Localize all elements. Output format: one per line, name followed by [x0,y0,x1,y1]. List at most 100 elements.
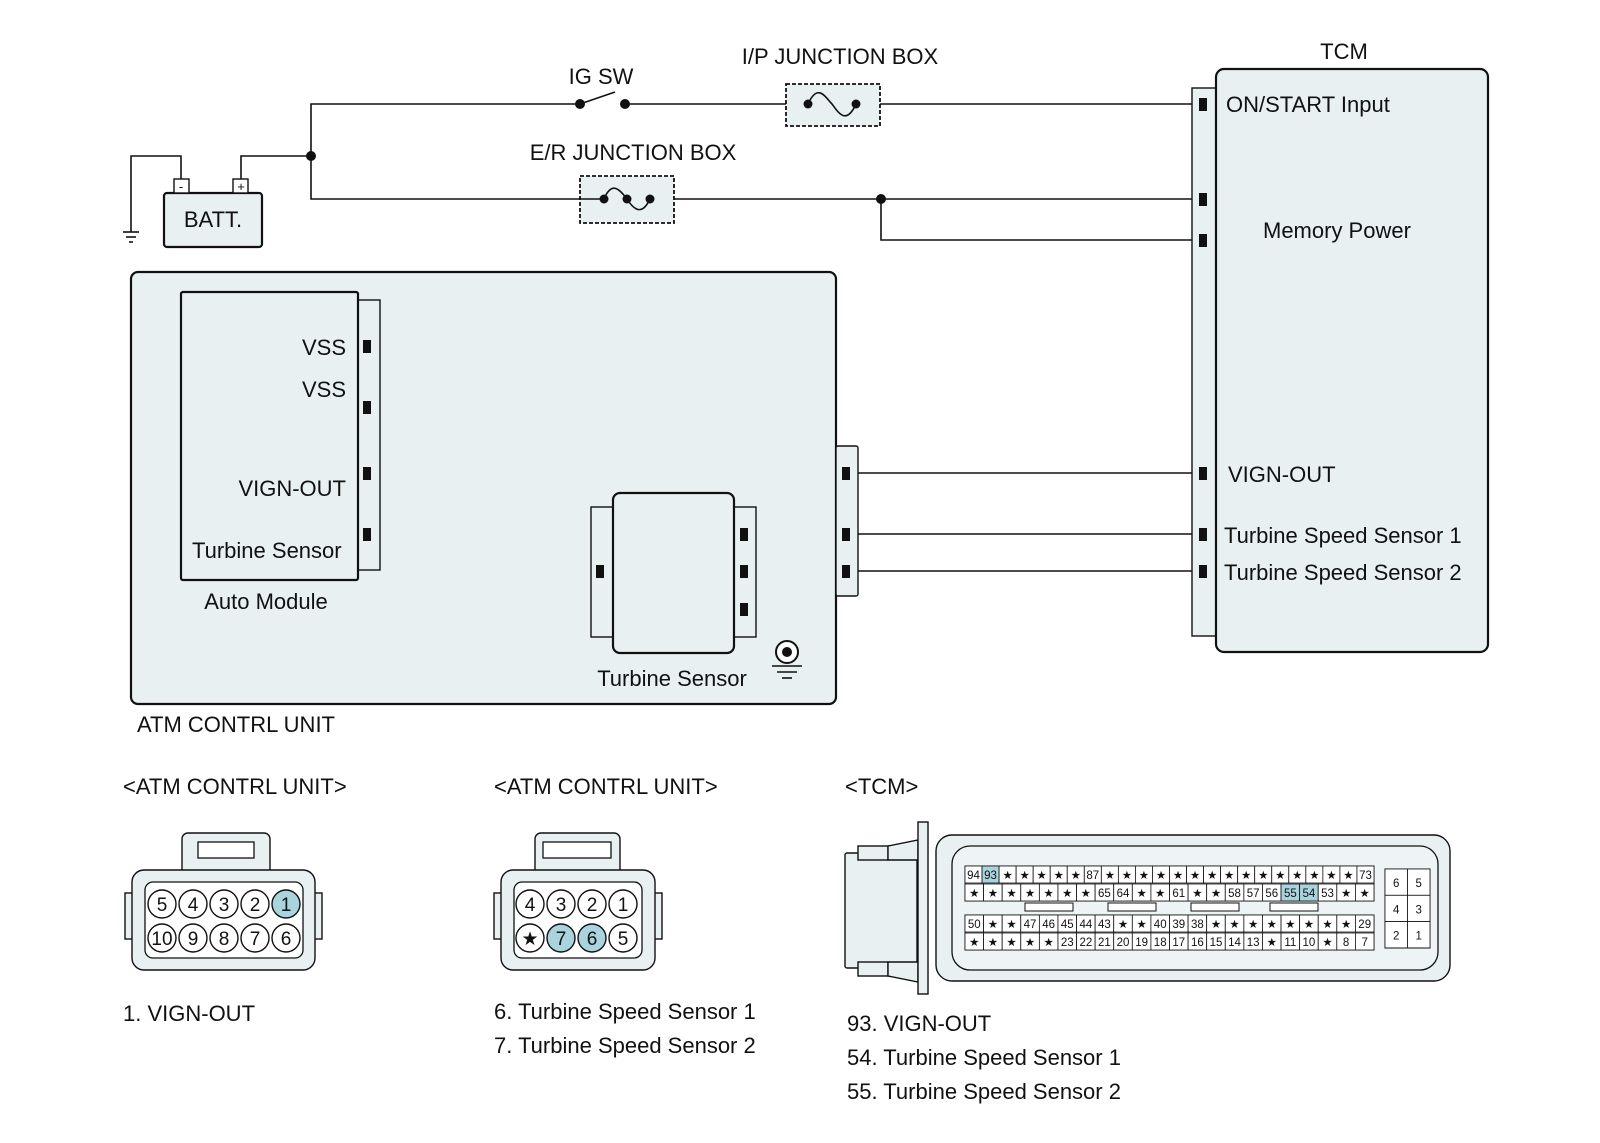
tcm-side-pin: 5 [1407,868,1431,896]
tcm-pin-number: 61 [1172,888,1185,900]
module-vign-out-label: VIGN-OUT [238,476,346,501]
tcm-pin-number: 7 [1362,937,1368,949]
tcm-pin: ★ [1206,914,1226,933]
connector-pin: 5 [147,889,177,919]
tcm-pin-number: ★ [1322,919,1332,931]
tcm-pin-number: 73 [1359,870,1372,882]
tcm-pin: ★ [1100,865,1119,884]
tcm-pin: ★ [1131,883,1152,902]
connector-pin: 9 [178,923,208,953]
tcm-pin: 50 [964,914,984,933]
tcm-pin: 64 [1113,883,1133,902]
tcm-pin-number: ★ [1285,919,1295,931]
tcm-pin-number: 94 [967,870,980,882]
tcm-pin-number: ★ [969,937,979,949]
tcm-pin-number: ★ [1341,919,1351,931]
tcm-pin-number: 47 [1024,919,1037,931]
tcm-pin-number: ★ [1207,870,1217,882]
tcm-pin: ★ [1224,914,1245,933]
tcm-side-pin: 6 [1384,868,1408,896]
tcm-pin-number: ★ [1006,919,1016,931]
tcm-side-pin: 3 [1407,894,1431,922]
tcm-pin-number: 16 [1191,937,1204,949]
tcm-pin-number: 15 [1210,937,1223,949]
tcm-pin: ★ [1262,914,1282,933]
batt-plus: + [237,179,245,194]
tcm-pin-number: 46 [1042,919,1055,931]
tcm-pin-number: 18 [1154,937,1167,949]
batt-minus: - [179,179,183,194]
connector-2-title: <ATM CONTRL UNIT> [494,774,718,799]
tcm-pin: ★ [1262,932,1282,951]
tcm-pin-number: 93 [984,870,997,882]
pin-number: 4 [525,895,536,916]
tcm-block: TCM ON/START Input Memory Power VIGN-OUT… [1191,39,1490,654]
tcm-pin-number: 53 [1321,888,1334,900]
tcm-pin-number: ★ [988,919,998,931]
tcm-pin: 73 [1356,865,1375,884]
tcm-pin: ★ [1169,865,1187,884]
tcm-pin-number: ★ [1122,870,1132,882]
connector-pin: 3 [209,889,239,919]
tcm-label: TCM [1320,39,1368,64]
tcm-pin: ★ [1135,865,1153,884]
tcm-pin-number: ★ [1292,870,1302,882]
tcm-pin-number: 11 [1284,937,1296,949]
tcm-pin: ★ [1020,932,1040,951]
tcm-pin: ★ [1288,865,1307,884]
tcm-pin-number: ★ [969,888,979,900]
tcm-pin-number: 65 [1098,888,1111,900]
tcm-pin: ★ [1150,883,1170,902]
tcm-pin-number: 64 [1117,888,1130,900]
tcm-pin-number: 17 [1172,937,1185,949]
tcm-side-pin-number: 5 [1416,878,1422,890]
tcm-pin: 40 [1150,914,1170,933]
tcm-pin-number: 54 [1303,888,1316,900]
tcm-pin: ★ [1305,865,1324,884]
tcm-pin-number: 56 [1265,888,1278,900]
tcm-pin: 20 [1113,932,1133,951]
tcm-pin: 7 [1355,932,1375,951]
tcm-pin-number: 39 [1172,919,1185,931]
tcm-pin-number: ★ [1224,870,1234,882]
tcm-pin: ★ [1299,914,1319,933]
pin-number: 1 [281,895,292,916]
tcm-pin-number: 23 [1061,937,1074,949]
tcm-pin: ★ [1322,865,1341,884]
tcm-pin: ★ [1336,883,1356,902]
memory-power-label: Memory Power [1263,218,1411,243]
connector-tcm-note-2: 54. Turbine Speed Sensor 1 [847,1045,1121,1070]
tcm-pin: 61 [1169,883,1189,902]
connector-pin: 10 [147,923,177,953]
tcm-pin: ★ [1187,883,1208,902]
tcm-pin: ★ [1271,865,1290,884]
tcm-pin-number: ★ [988,937,998,949]
tcm-pin-number: ★ [1019,870,1029,882]
tcm-pin-number: ★ [1037,870,1047,882]
tcm-pin: 38 [1187,914,1208,933]
tcm-pin-number: ★ [1258,870,1268,882]
tcm-pin: ★ [1076,883,1096,902]
er-junction-box-label: E/R JUNCTION BOX [530,140,737,165]
tcm-pin-number: 55 [1284,888,1297,900]
tcm-side-pin: 1 [1407,921,1431,949]
tcm-pin-number: 21 [1098,937,1111,949]
tcm-pin-number: ★ [1062,888,1072,900]
tcm-pin: 87 [1083,865,1102,884]
atm-contrl-unit-label: ATM CONTRL UNIT [137,712,335,737]
tcm-pin-number: ★ [1081,888,1091,900]
tcm-pin: ★ [1038,883,1059,902]
pin-number: 1 [618,895,629,916]
tcm-pin: 22 [1076,932,1096,951]
tcm-pin: 55 [1280,883,1301,902]
tcm-pin-number: 45 [1061,919,1074,931]
connector-tcm-title: <TCM> [845,774,918,799]
battery: - + BATT. [162,178,264,249]
tcm-pin: 11 [1280,932,1301,951]
tcm-side-pin-number: 1 [1416,931,1422,943]
tcm-pin: ★ [1038,932,1059,951]
tcm-pin-number: 50 [968,919,981,931]
tcm-pin: 56 [1262,883,1282,902]
